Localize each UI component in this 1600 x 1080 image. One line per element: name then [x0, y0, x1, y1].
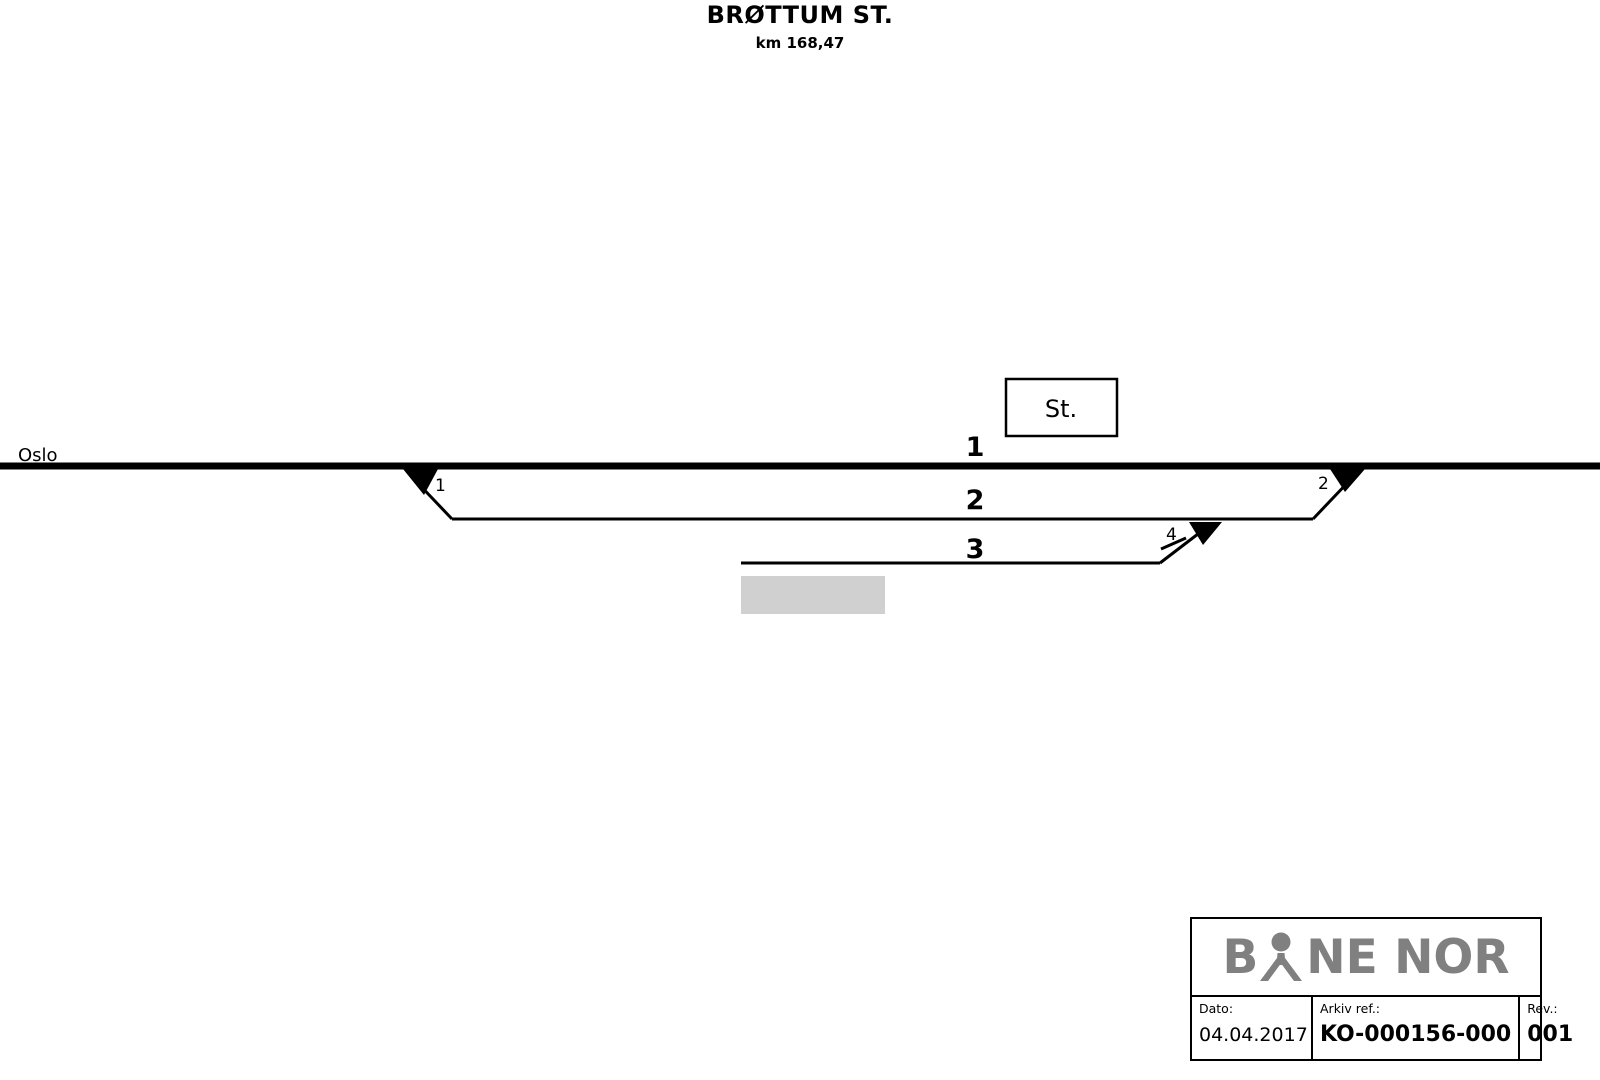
logo-text-after: NE NOR: [1306, 929, 1510, 985]
track-3-number: 3: [966, 534, 985, 565]
field-dato-value: 04.04.2017: [1199, 1024, 1308, 1046]
track-2-number: 2: [966, 485, 985, 516]
track-2: 2: [411, 476, 1354, 521]
field-arkiv-ref-value: KO-000156-000: [1320, 1022, 1512, 1047]
field-dato: Dato: 04.04.2017: [1192, 997, 1311, 1059]
field-rev: Rev.: 001: [1518, 997, 1580, 1059]
line-direction-label-oslo: Oslo: [18, 445, 58, 466]
switch-4-triangle-icon: [1189, 522, 1222, 545]
switch-4-number: 4: [1166, 525, 1177, 545]
track-1-main-line: 1 Oslo: [0, 432, 1600, 470]
field-arkiv-ref-label: Arkiv ref.:: [1320, 1001, 1381, 1016]
switch-2: 2: [1318, 469, 1365, 494]
drawing-heading: BRØTTUM ST. km 168,47: [0, 0, 1600, 52]
switch-2-triangle-icon: [1330, 469, 1365, 492]
track-1-number: 1: [966, 432, 985, 463]
switch-2-number: 2: [1318, 474, 1329, 494]
insulated-joint-tick-icon: [1160, 536, 1187, 551]
page-title: BRØTTUM ST.: [706, 1, 894, 29]
station-building: St.: [1004, 377, 1119, 438]
switch-4: 4: [1166, 522, 1222, 545]
field-rev-label: Rev.:: [1527, 1001, 1558, 1016]
logo-text-before: B: [1222, 929, 1259, 985]
platform-rectangle: [741, 576, 885, 614]
title-block: B NE NOR Dato: 04.04.2017 Arkiv ref.: KO…: [1190, 917, 1573, 1061]
bane-nor-figure-icon: [1258, 931, 1304, 983]
station-building-box: [1004, 377, 1119, 438]
field-rev-value: 001: [1527, 1022, 1574, 1047]
bane-nor-logo: B NE NOR: [1192, 919, 1540, 997]
switch-1-triangle-icon: [403, 469, 438, 495]
switch-1-number: 1: [435, 476, 446, 496]
field-arkiv-ref: Arkiv ref.: KO-000156-000: [1311, 997, 1518, 1059]
title-block-fields: Dato: 04.04.2017 Arkiv ref.: KO-000156-0…: [1192, 997, 1573, 1059]
switch-1: 1: [403, 469, 446, 496]
station-kilometer-label: km 168,47: [755, 34, 845, 52]
field-dato-label: Dato:: [1199, 1001, 1234, 1016]
station-building-label: St.: [1045, 395, 1077, 423]
track-3: 3: [741, 522, 1212, 565]
